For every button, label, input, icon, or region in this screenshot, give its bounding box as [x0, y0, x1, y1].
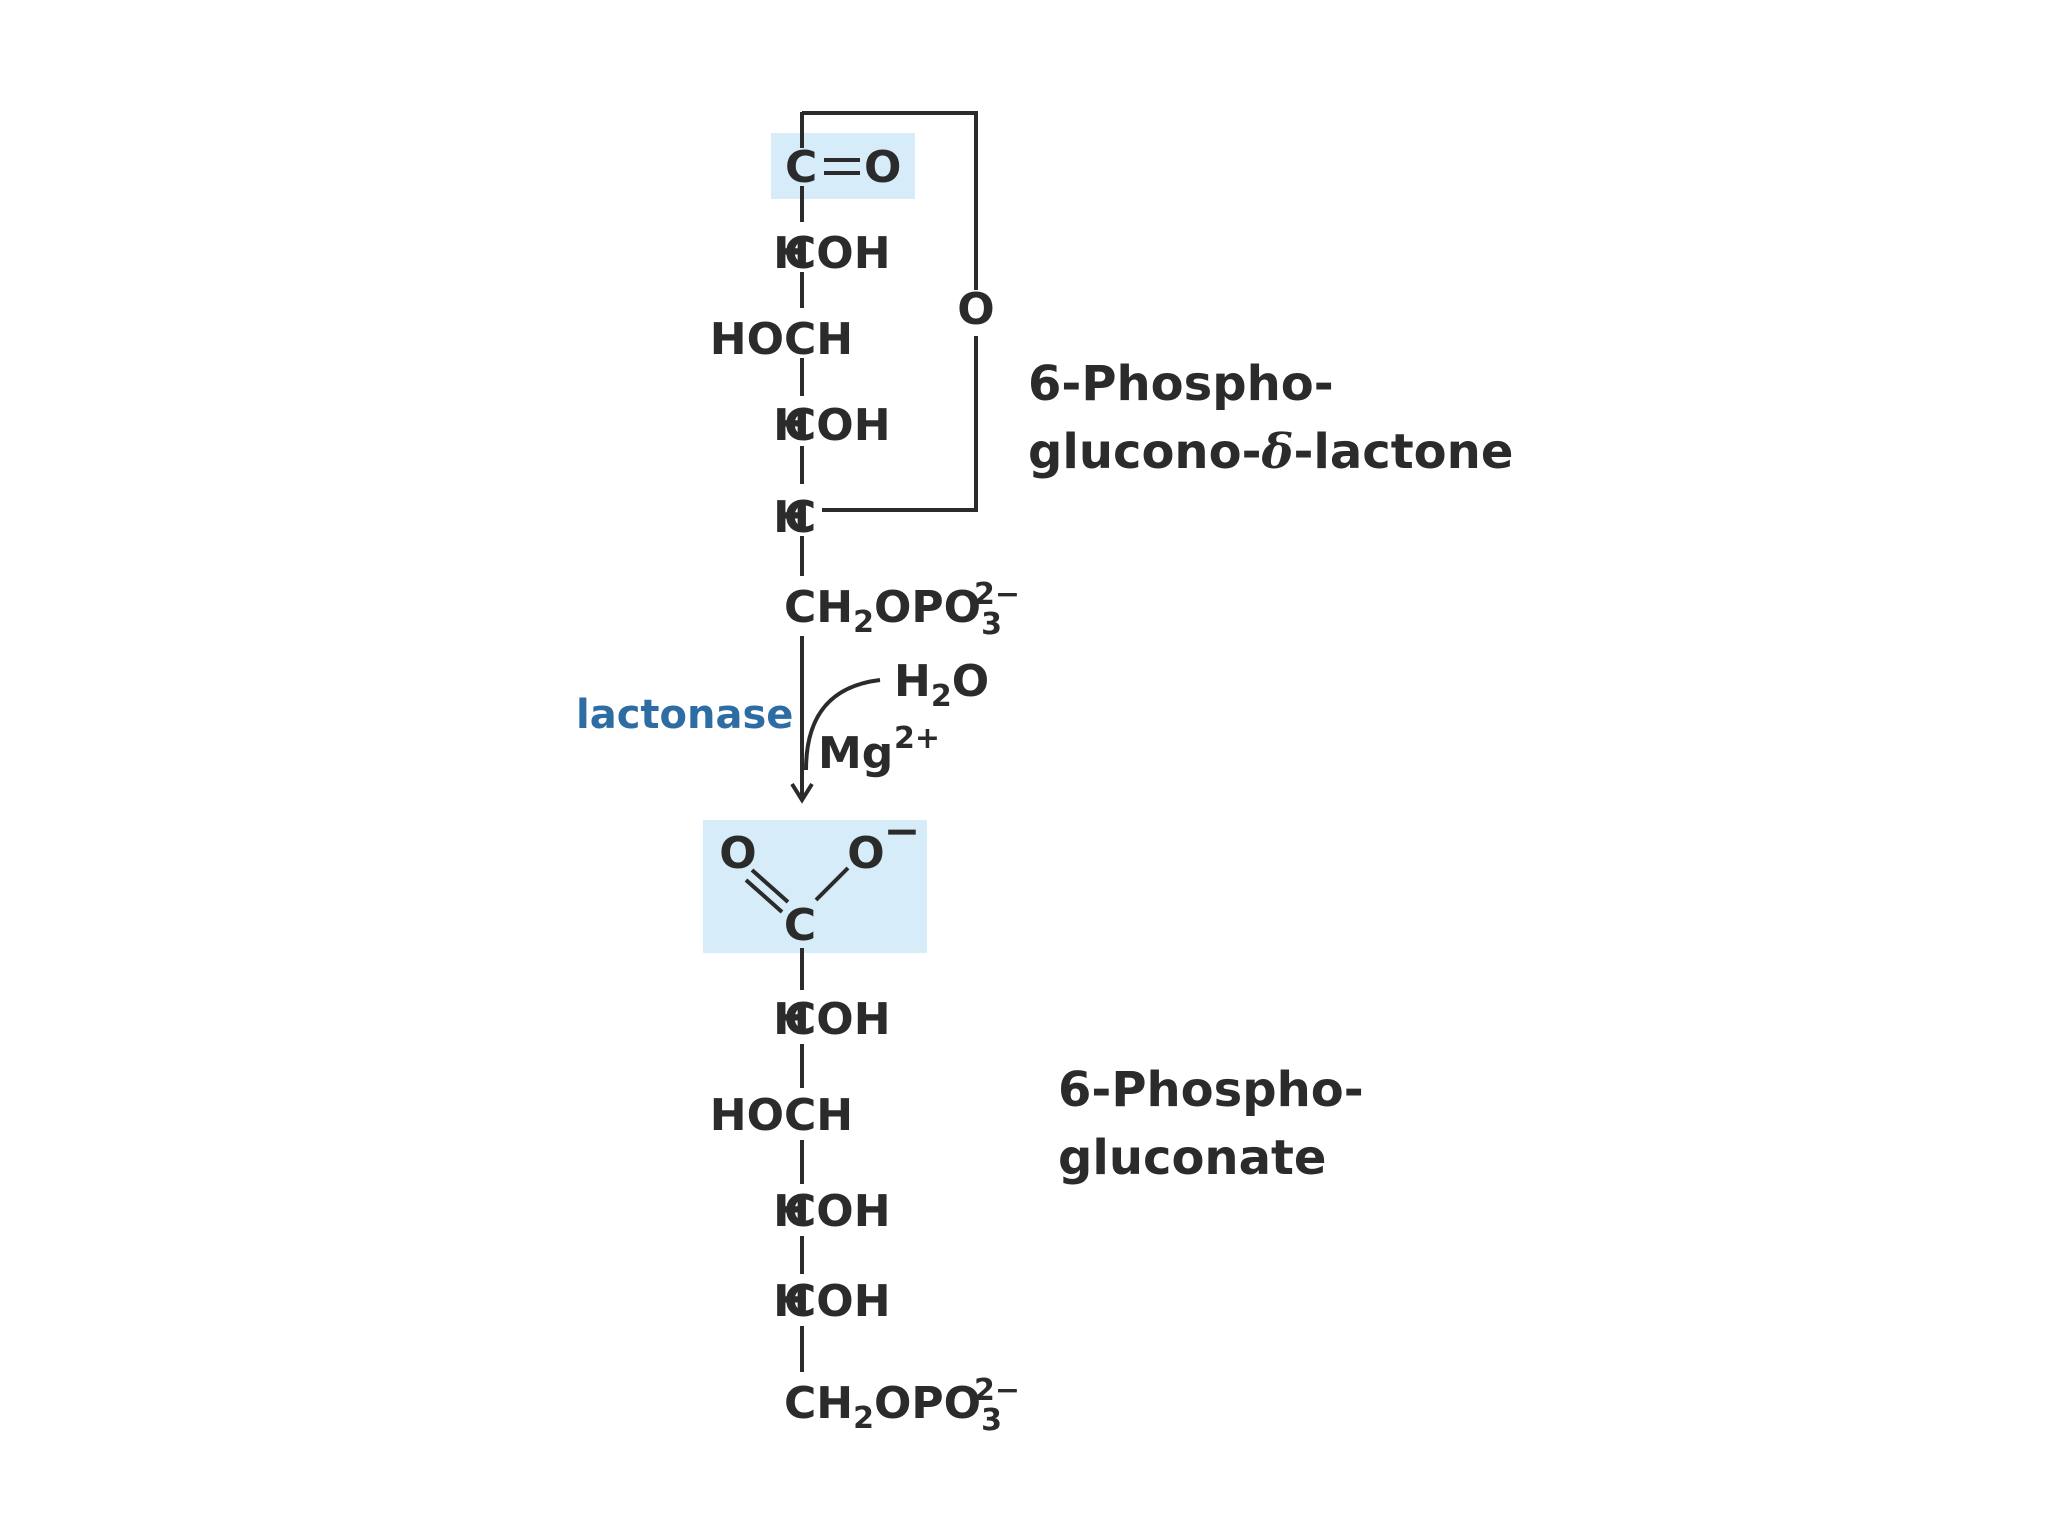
lactone-c4-right: COH — [784, 400, 891, 451]
lactone-ring-oxygen: O — [957, 284, 994, 335]
gluconate-phosphate-charge: 2− — [974, 1373, 1020, 1408]
gluconate-name-line1: 6-Phospho- — [1058, 1062, 1364, 1118]
gluconate-c6-group: CH2OPO3 — [784, 1378, 1002, 1438]
lactone-c3-right: CH — [784, 314, 853, 365]
gluconate-c5-left: H — [773, 1276, 810, 1327]
lactone-c4-left: H — [773, 400, 810, 451]
gluconate-structure: O O − C H COH HO CH H COH H COH CH2OPO3 … — [703, 806, 1364, 1438]
carboxyl-charge: − — [884, 806, 921, 857]
lactone-c6-group: CH2OPO3 — [784, 582, 1002, 642]
gluconate-c2-left: H — [773, 994, 810, 1045]
reaction-arrow-group: lactonase H2O Mg 2+ — [576, 636, 989, 804]
reaction-arrow-head — [790, 782, 814, 804]
lactone-phosphate-charge: 2− — [974, 577, 1020, 612]
lactone-structure: C O H COH HO CH H COH H C O CH2OPO3 2− 6… — [710, 111, 1513, 642]
lactone-c2-left: H — [773, 228, 810, 279]
lactone-c5-left: H — [773, 492, 810, 543]
lactone-carbonyl-oxygen: O — [864, 142, 901, 193]
lactone-c3-left: HO — [710, 314, 784, 365]
lactone-c5-right: C — [784, 492, 816, 543]
carboxyl-carbon: C — [784, 900, 816, 951]
water-incoming-arrow — [804, 678, 881, 771]
cofactor-label: Mg — [818, 728, 893, 779]
gluconate-c4-left: H — [773, 1186, 810, 1237]
gluconate-name-line2: gluconate — [1058, 1130, 1326, 1186]
ring-bond-top — [802, 111, 978, 290]
gluconate-c3-left: HO — [710, 1090, 784, 1141]
lactone-name-line2: glucono-δ-lactone — [1028, 424, 1513, 480]
carboxyl-oxygen-left: O — [719, 828, 756, 879]
gluconate-carboxylate-highlight — [703, 820, 927, 953]
cofactor-charge: 2+ — [894, 721, 940, 756]
water-label: H2O — [894, 656, 989, 714]
carboxyl-single-bond — [814, 866, 850, 902]
lactone-carbonyl-carbon: C — [785, 142, 817, 193]
ring-bond-bottom — [822, 336, 978, 512]
lactone-name-line1: 6-Phospho- — [1028, 356, 1334, 412]
carboxyl-oxygen-right: O — [847, 828, 884, 879]
carboxyl-double-bond-b — [744, 878, 784, 914]
lactone-carbonyl-highlight — [771, 133, 915, 199]
lactone-c2-right: COH — [784, 228, 891, 279]
gluconate-c3-right: CH — [784, 1090, 853, 1141]
gluconate-c5-right: COH — [784, 1276, 891, 1327]
carboxyl-double-bond-a — [750, 868, 790, 904]
gluconate-c4-right: COH — [784, 1186, 891, 1237]
enzyme-label: lactonase — [576, 692, 793, 738]
gluconate-c2-right: COH — [784, 994, 891, 1045]
